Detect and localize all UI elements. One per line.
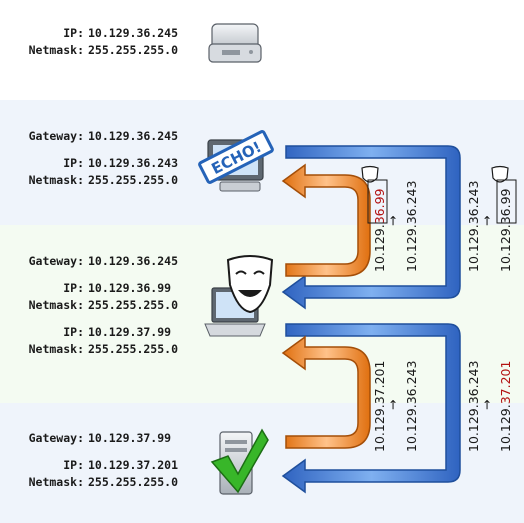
netmask2-value: 255.255.255.0 [88, 342, 179, 356]
ip-label: IP: [63, 26, 84, 40]
svg-text:10.129.36.243: 10.129.36.243 [466, 361, 481, 452]
upper-reply-destination-label: 10.129.36.99 [498, 188, 513, 272]
netmask-value: 255.255.255.0 [88, 43, 179, 57]
ip-label: IP: [63, 458, 84, 472]
lower-request-arrow [281, 335, 371, 449]
upper-reply-source-label: 10.129.36.243 [466, 181, 481, 272]
upper-reply-arrow-glyph: → [479, 216, 494, 226]
ip2-label: IP: [63, 325, 84, 339]
lower-request-source-label: 10.129.37.201 [372, 361, 387, 452]
netmask-value: 255.255.255.0 [88, 173, 179, 187]
small-mask-icon [361, 165, 379, 183]
ip2-value: 10.129.37.99 [88, 325, 172, 339]
router-info: Gateway: 10.129.36.245 IP: 10.129.36.99 Ne… [8, 253, 198, 358]
svg-text:→: → [479, 216, 494, 226]
ip-label: IP: [63, 281, 84, 295]
netmask-value: 255.255.255.0 [88, 475, 179, 489]
svg-text:10.129.36.99: 10.129.36.99 [498, 188, 513, 272]
network-band-target [0, 403, 524, 523]
lower-reply-source-label: 10.129.36.243 [466, 361, 481, 452]
lower-reply-destination-label: 10.129.37.201 [498, 361, 513, 452]
svg-text:→: → [479, 400, 494, 410]
svg-text:10.129.37.201: 10.129.37.201 [498, 361, 513, 452]
gateway-value: 10.129.37.99 [88, 431, 172, 445]
ip-prefix-text: 10.129. [372, 224, 387, 272]
network-band-top [0, 0, 524, 100]
spoofed-ip-box [367, 179, 388, 224]
spoofed-ip-text: 36.99 [372, 188, 387, 224]
target-host-info: Gateway: 10.129.37.99 IP: 10.129.37.201 Ne… [8, 430, 198, 491]
lower-request-arrow-glyph: → [385, 400, 400, 410]
netmask-value: 255.255.255.0 [88, 298, 179, 312]
svg-text:10.129.36.99: 10.129.36.99 [372, 188, 387, 272]
server-drive-icon [208, 23, 262, 63]
netmask-label: Netmask: [28, 298, 84, 312]
svg-text:10.129.36.243: 10.129.36.243 [404, 181, 419, 272]
spoofed-ip-text: 36.99 [498, 188, 513, 224]
ip-value: 10.129.36.99 [88, 281, 172, 295]
gateway-value: 10.129.36.245 [88, 254, 179, 268]
spoofed-ip-box [496, 179, 517, 224]
gateway-label: Gateway: [28, 254, 84, 268]
upper-reply-arrow [281, 145, 461, 310]
svg-text:10.129.37.201: 10.129.37.201 [372, 361, 387, 452]
netmask-label: Netmask: [28, 43, 84, 57]
gateway-value: 10.129.36.245 [88, 129, 179, 143]
svg-text:→: → [385, 216, 400, 226]
ip-value: 10.129.36.243 [88, 156, 179, 170]
server-info: IP: 10.129.36.245 Netmask: 255.255.255.0 [8, 25, 198, 59]
small-mask-icon [491, 165, 509, 183]
rewritten-ip-text: 37.201 [498, 361, 513, 405]
upper-request-source-label: 10.129.36.99 [372, 188, 387, 272]
svg-text:10.129.36.243: 10.129.36.243 [466, 181, 481, 272]
network-band-router [0, 225, 524, 403]
netmask2-label: Netmask: [28, 342, 84, 356]
netmask-label: Netmask: [28, 475, 84, 489]
ip-value: 10.129.36.245 [88, 26, 179, 40]
echo-host-info: Gateway: 10.129.36.245 IP: 10.129.36.243 N… [8, 128, 198, 189]
svg-text:→: → [385, 400, 400, 410]
gateway-label: Gateway: [28, 129, 84, 143]
upper-request-arrow [281, 163, 371, 277]
check-icon [210, 428, 269, 494]
netmask-label: Netmask: [28, 173, 84, 187]
upper-request-arrow-glyph: → [385, 216, 400, 226]
lower-reply-arrow-glyph: → [479, 400, 494, 410]
ip-label: IP: [63, 156, 84, 170]
lower-reply-arrow [281, 323, 461, 494]
theater-mask-icon [226, 255, 274, 314]
ip-prefix-text: 10.129. [498, 404, 513, 452]
ip-prefix-text: 10.129. [498, 224, 513, 272]
svg-text:10.129.36.243: 10.129.36.243 [404, 361, 419, 452]
upper-request-destination-label: 10.129.36.243 [404, 181, 419, 272]
gateway-label: Gateway: [28, 431, 84, 445]
lower-request-destination-label: 10.129.36.243 [404, 361, 419, 452]
ip-value: 10.129.37.201 [88, 458, 179, 472]
